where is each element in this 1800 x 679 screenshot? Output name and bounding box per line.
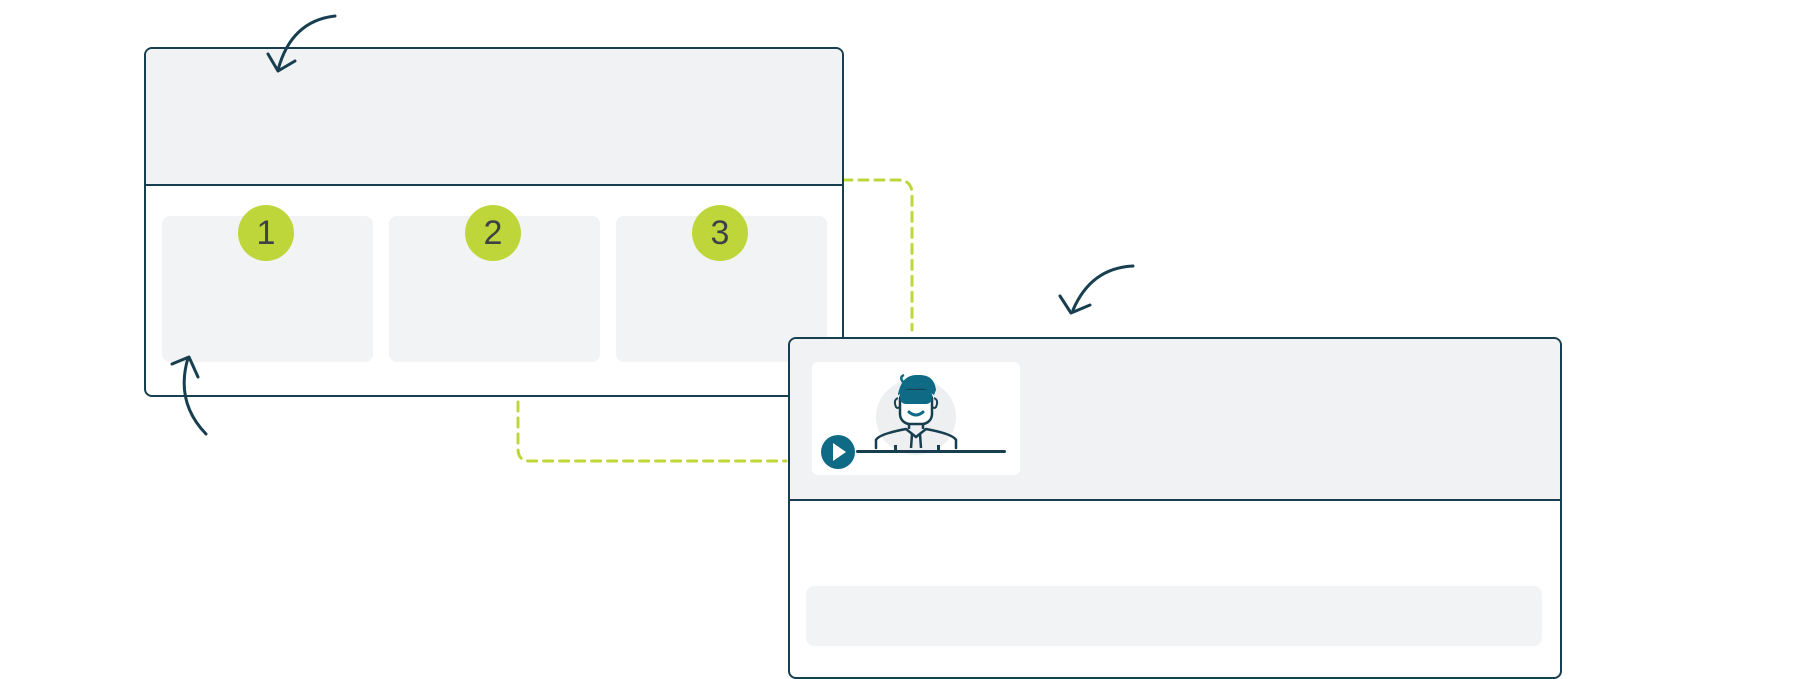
video-progress-track[interactable]	[856, 450, 1006, 453]
steps-card-header	[146, 49, 842, 186]
presenter-video-icon	[874, 373, 958, 455]
steps-card: 1 2 3	[144, 47, 844, 397]
curved-arrow-icon	[1058, 264, 1135, 315]
step-badge-1: 1	[238, 205, 294, 261]
curved-arrow-icon	[266, 14, 337, 73]
connector-bottom	[516, 400, 788, 463]
play-icon[interactable]	[820, 434, 856, 470]
video-card-text-bar	[806, 586, 1542, 646]
video-progress-tick-2	[937, 445, 940, 451]
video-card	[788, 337, 1562, 679]
curved-arrow-icon	[170, 355, 208, 436]
step-badge-2: 2	[465, 205, 521, 261]
video-progress-tick-1	[894, 445, 897, 451]
step-badge-3: 3	[692, 205, 748, 261]
connector-top-right	[841, 178, 914, 332]
